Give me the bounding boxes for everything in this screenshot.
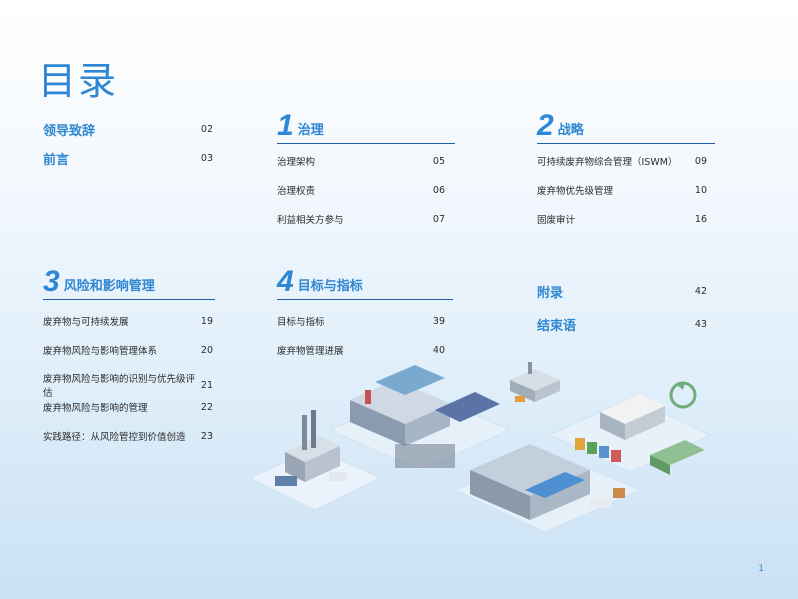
section-title: 治理	[297, 123, 324, 138]
recycle-icon	[677, 382, 685, 390]
toc-entry-page: 19	[200, 315, 213, 327]
toc-entry-page: 07	[432, 213, 445, 225]
crate	[515, 396, 525, 402]
chimney	[311, 410, 316, 448]
toc-entry-label: 治理权责	[277, 186, 316, 197]
building	[435, 392, 500, 422]
section-number: 4	[277, 265, 294, 298]
building	[535, 380, 560, 402]
truck	[590, 498, 612, 508]
crate	[613, 488, 625, 498]
toc-entry[interactable]: 废弃物风险与影响的管理 22	[43, 400, 213, 415]
building	[405, 404, 450, 446]
toc-entry-page: 16	[694, 213, 707, 225]
toc-entry[interactable]: 治理架构 05	[277, 154, 445, 169]
toc-entry-page: 42	[694, 286, 707, 297]
garbage-truck	[650, 455, 670, 475]
building	[285, 436, 340, 462]
toc-entry-label: 可持续废弃物综合管理（ISWM）	[537, 157, 678, 168]
garbage-truck	[650, 440, 705, 465]
toc-entry-label: 治理架构	[277, 157, 316, 168]
section-4-header: 4 目标与指标	[277, 265, 453, 300]
section-number: 2	[537, 109, 554, 142]
toc-entry-conclusion[interactable]: 结束语 43	[537, 315, 707, 334]
toc-entry-page: 40	[432, 344, 445, 356]
toc-entry[interactable]: 实践路径：从风险管控到价值创造 23	[43, 429, 213, 444]
toc-entry-label: 附录	[537, 286, 564, 301]
toc-entry-page: 02	[200, 124, 213, 135]
toc-entry-page: 10	[694, 184, 707, 196]
toc-entry-foreword[interactable]: 领导致辞 02	[43, 120, 213, 139]
section-2-header: 2 战略	[537, 109, 715, 144]
toc-entry-label: 前言	[43, 153, 70, 168]
toc-entry[interactable]: 废弃物风险与影响管理体系 20	[43, 343, 213, 358]
waste-bin	[575, 438, 585, 450]
building	[285, 452, 305, 482]
toc-entry-label: 废弃物风险与影响管理体系	[43, 346, 158, 357]
toc-entry-label: 废弃物风险与影响的识别与优先级评估	[43, 374, 196, 399]
section-1-header: 1 治理	[277, 109, 455, 144]
parking-lot	[395, 444, 455, 468]
toc-entry-page: 03	[200, 153, 213, 164]
chimney	[302, 415, 307, 450]
building	[350, 400, 405, 446]
toc-entry-page: 09	[694, 155, 707, 167]
truck	[275, 476, 297, 486]
waste-bin	[611, 450, 621, 462]
toc-entry-preface[interactable]: 前言 03	[43, 149, 213, 168]
toc-entry-label: 废弃物管理进展	[277, 346, 344, 357]
building	[510, 380, 535, 402]
toc-entry[interactable]: 利益相关方参与 07	[277, 212, 445, 227]
toc-entry-label: 结束语	[537, 319, 577, 334]
section-3-header: 3 风险和影响管理	[43, 265, 215, 300]
toc-entry-label: 目标与指标	[277, 317, 325, 328]
toc-entry-label: 实践路径：从风险管控到价值创造	[43, 432, 186, 443]
toc-entry-page: 22	[200, 401, 213, 413]
toc-entry[interactable]: 目标与指标 39	[277, 314, 445, 329]
toc-entry-page: 39	[432, 315, 445, 327]
toc-entry-label: 废弃物与可持续发展	[43, 317, 129, 328]
toc-entry-page: 21	[200, 379, 213, 391]
solar-panel	[525, 472, 585, 498]
section-number: 3	[43, 265, 60, 298]
section-title: 目标与指标	[297, 279, 363, 294]
toc-entry[interactable]: 废弃物与可持续发展 19	[43, 314, 213, 329]
section-title: 战略	[557, 123, 584, 138]
toc-entry[interactable]: 固废审计 16	[537, 212, 707, 227]
toc-entry-page: 06	[432, 184, 445, 196]
toc-entry-page: 05	[432, 155, 445, 167]
toc-entry[interactable]: 可持续废弃物综合管理（ISWM） 09	[537, 154, 707, 169]
building	[350, 380, 450, 424]
building	[305, 446, 340, 482]
toc-entry-label: 废弃物风险与影响的管理	[43, 403, 148, 414]
toc-entry-page: 23	[200, 430, 213, 442]
toc-entry-label: 固废审计	[537, 215, 576, 226]
warehouse	[470, 470, 530, 520]
building	[600, 394, 665, 424]
toc-entry[interactable]: 废弃物优先级管理 10	[537, 183, 707, 198]
toc-entry-label: 领导致辞	[43, 124, 96, 139]
waste-bin	[599, 446, 609, 458]
section-title: 风险和影响管理	[63, 279, 155, 294]
toc-entry-page: 43	[694, 319, 707, 330]
toc-entry-appendix[interactable]: 附录 42	[537, 282, 707, 301]
toc-entry[interactable]: 治理权责 06	[277, 183, 445, 198]
building	[625, 406, 665, 440]
page-number: 1	[758, 564, 764, 574]
isometric-factory-illustration	[248, 362, 712, 533]
chimney	[528, 362, 532, 374]
toc-entry[interactable]: 废弃物风险与影响的识别与优先级评估 21	[43, 371, 213, 399]
toc-entry-page: 20	[200, 344, 213, 356]
roof	[375, 365, 445, 395]
page-title: 目录	[38, 59, 119, 103]
building	[600, 412, 625, 440]
truck	[329, 472, 347, 481]
toc-entry-label: 废弃物优先级管理	[537, 186, 614, 197]
toc-entry[interactable]: 废弃物管理进展 40	[277, 343, 445, 358]
section-number: 1	[277, 109, 294, 142]
waste-bin	[587, 442, 597, 454]
marker	[365, 390, 371, 404]
toc-entry-label: 利益相关方参与	[277, 215, 344, 226]
